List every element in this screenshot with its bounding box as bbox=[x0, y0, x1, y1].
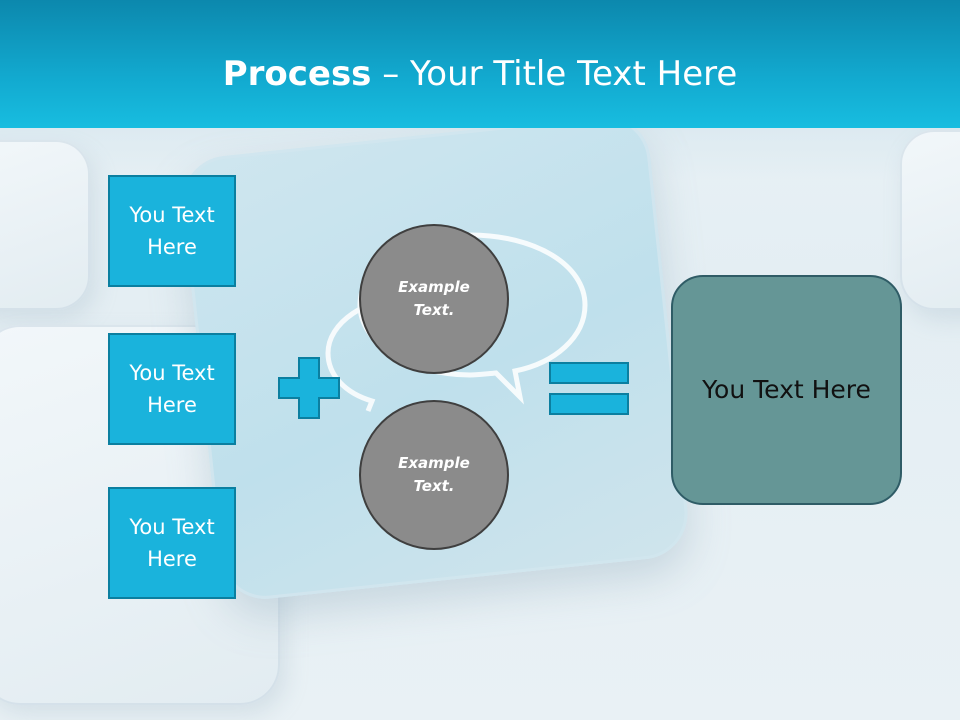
input-box-3: You Text Here bbox=[108, 487, 236, 599]
title-rest: – Your Title Text Here bbox=[371, 54, 738, 94]
plus-sign-icon bbox=[278, 357, 340, 419]
header-banner: Process – Your Title Text Here bbox=[0, 0, 960, 128]
background-key bbox=[900, 130, 960, 310]
page-title: Process – Your Title Text Here bbox=[0, 50, 960, 98]
example-circle-2: Example Text. bbox=[359, 400, 509, 550]
result-box: You Text Here bbox=[671, 275, 902, 505]
example-circle-1: Example Text. bbox=[359, 224, 509, 374]
background-key bbox=[0, 140, 90, 310]
title-bold: Process bbox=[222, 54, 372, 94]
input-box-1: You Text Here bbox=[108, 175, 236, 287]
input-box-2: You Text Here bbox=[108, 333, 236, 445]
equals-sign-icon bbox=[549, 362, 629, 415]
